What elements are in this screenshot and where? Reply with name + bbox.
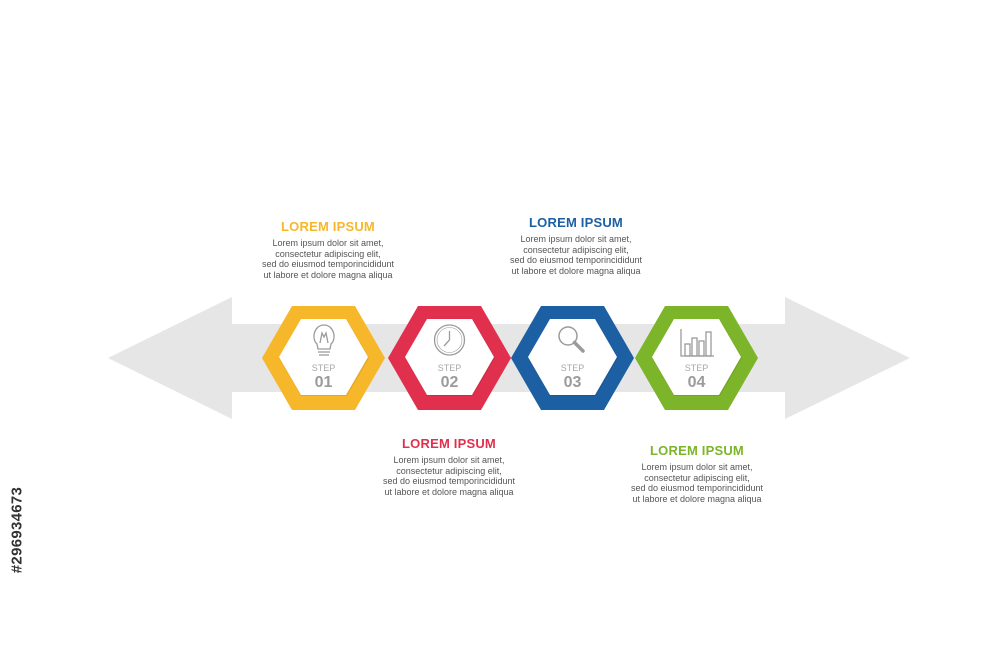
- step-description-line: Lorem ipsum dolor sit amet,: [272, 238, 384, 248]
- step-description-line: ut labore et dolore magna aliqua: [263, 269, 393, 280]
- step-description-line: sed do eiusmod temporincididunt: [630, 483, 764, 493]
- step-02-text-block: LOREM IPSUM Lorem ipsum dolor sit amet, …: [339, 436, 559, 497]
- step-04-text-block: LOREM IPSUM Lorem ipsum dolor sit amet, …: [587, 443, 807, 504]
- step-description-line: consectetur adipiscing elit,: [275, 248, 381, 259]
- step-label: STEP: [685, 363, 709, 373]
- step-description-line: consectetur adipiscing elit,: [396, 465, 502, 476]
- step-description-line: Lorem ipsum dolor sit amet,: [393, 455, 505, 465]
- step-description-line: consectetur adipiscing elit,: [523, 244, 629, 255]
- step-description-line: ut labore et dolore magna aliqua: [632, 493, 762, 504]
- step-title: LOREM IPSUM: [650, 443, 744, 458]
- hexagon-inner-step-01: [279, 319, 368, 395]
- step-03-hexagon: STEP 03: [511, 306, 634, 410]
- step-number: 04: [688, 374, 706, 391]
- hexagon-inner-step-03: [528, 319, 617, 395]
- step-01-hexagon: STEP 01: [262, 306, 385, 410]
- bar-chart-icon: [680, 329, 714, 357]
- step-label: STEP: [312, 363, 336, 373]
- step-title: LOREM IPSUM: [402, 436, 496, 451]
- lightbulb-icon: [313, 324, 335, 356]
- step-label: STEP: [561, 363, 585, 373]
- step-number: 02: [441, 374, 459, 391]
- step-number: 03: [564, 374, 582, 391]
- stock-id-text: #296934673: [8, 486, 26, 574]
- step-number: 01: [315, 374, 333, 391]
- step-description-line: ut labore et dolore magna aliqua: [511, 265, 641, 276]
- clock-icon: [433, 324, 466, 356]
- step-04-hexagon: STEP 04: [635, 306, 758, 410]
- step-01-text-block: LOREM IPSUM Lorem ipsum dolor sit amet, …: [218, 219, 438, 280]
- step-description-line: Lorem ipsum dolor sit amet,: [520, 234, 632, 244]
- step-description-line: sed do eiusmod temporincididunt: [261, 259, 395, 269]
- step-03-text-block: LOREM IPSUM Lorem ipsum dolor sit amet, …: [466, 215, 686, 276]
- step-title: LOREM IPSUM: [529, 215, 623, 230]
- stock-id-watermark: #296934673: [6, 425, 28, 635]
- step-description-line: Lorem ipsum dolor sit amet,: [641, 462, 753, 472]
- hexagon-inner-step-04: [652, 319, 741, 395]
- step-label: STEP: [438, 363, 462, 373]
- step-02-hexagon: STEP 02: [388, 306, 511, 410]
- step-description-line: consectetur adipiscing elit,: [644, 472, 750, 483]
- step-description-line: sed do eiusmod temporincididunt: [382, 476, 516, 486]
- step-description-line: ut labore et dolore magna aliqua: [384, 486, 514, 497]
- step-title: LOREM IPSUM: [281, 219, 375, 234]
- magnifier-icon: [558, 326, 585, 353]
- hexagon-inner-step-02: [405, 319, 494, 395]
- step-description-line: sed do eiusmod temporincididunt: [509, 255, 643, 265]
